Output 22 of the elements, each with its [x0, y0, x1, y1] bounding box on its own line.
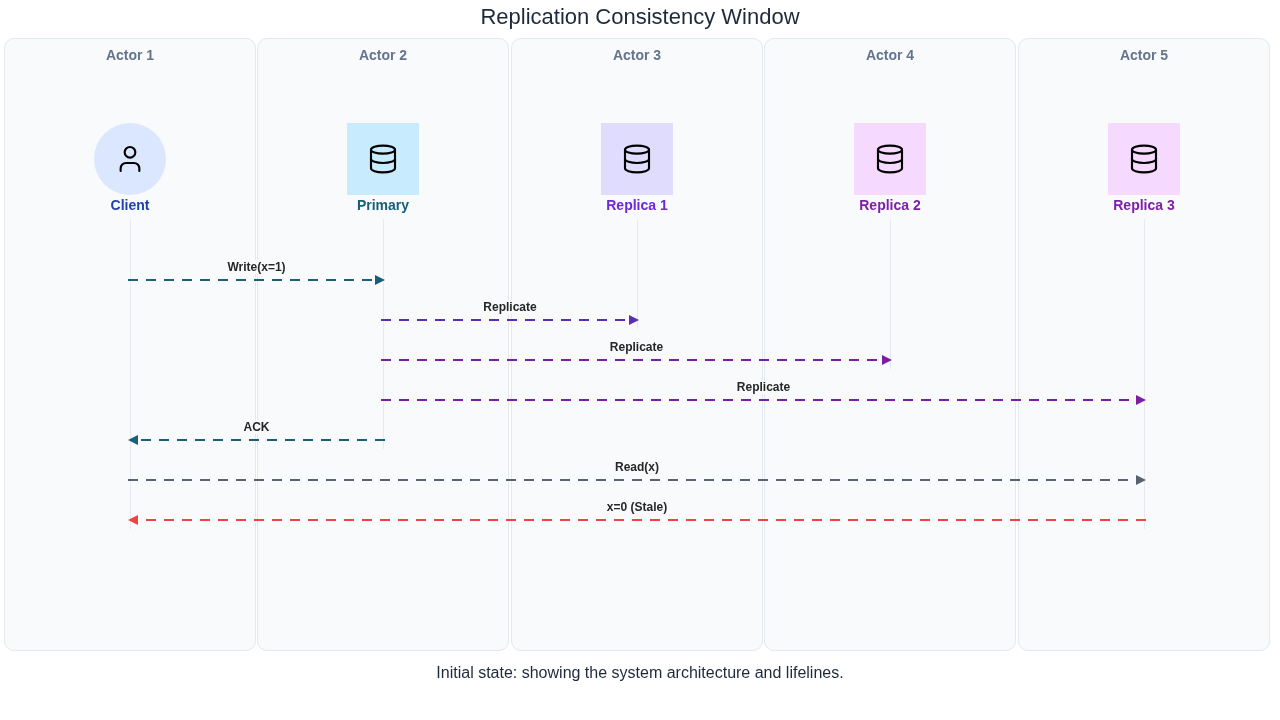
participant-name: Replica 2 — [859, 197, 921, 213]
caption: Initial state: showing the system architecture and lifelines. — [435, 664, 845, 682]
lane-title: Actor 4 — [864, 47, 916, 63]
diagram-title: Replication Consistency Window — [479, 4, 801, 30]
edge-label: Read(x) — [612, 460, 662, 474]
dashed-arrow — [127, 275, 385, 285]
dashed-arrow — [128, 435, 386, 445]
edge-label: ACK — [240, 420, 273, 434]
dashed-arrow — [380, 315, 639, 325]
swimlane-panel — [1018, 38, 1270, 651]
participant-name: Primary — [356, 197, 410, 213]
participant-name: Replica 1 — [606, 197, 668, 213]
dashed-arrow — [127, 475, 1146, 485]
dashed-arrow — [128, 515, 1147, 525]
dashed-arrow — [380, 395, 1146, 405]
lane-title: Actor 3 — [611, 47, 663, 63]
participant-name: Client — [110, 197, 150, 213]
lane-title: Actor 1 — [104, 47, 156, 63]
lane-title: Actor 5 — [1118, 47, 1170, 63]
lane-title: Actor 2 — [357, 47, 409, 63]
participant-name: Replica 3 — [1113, 197, 1175, 213]
dashed-arrow — [380, 355, 892, 365]
